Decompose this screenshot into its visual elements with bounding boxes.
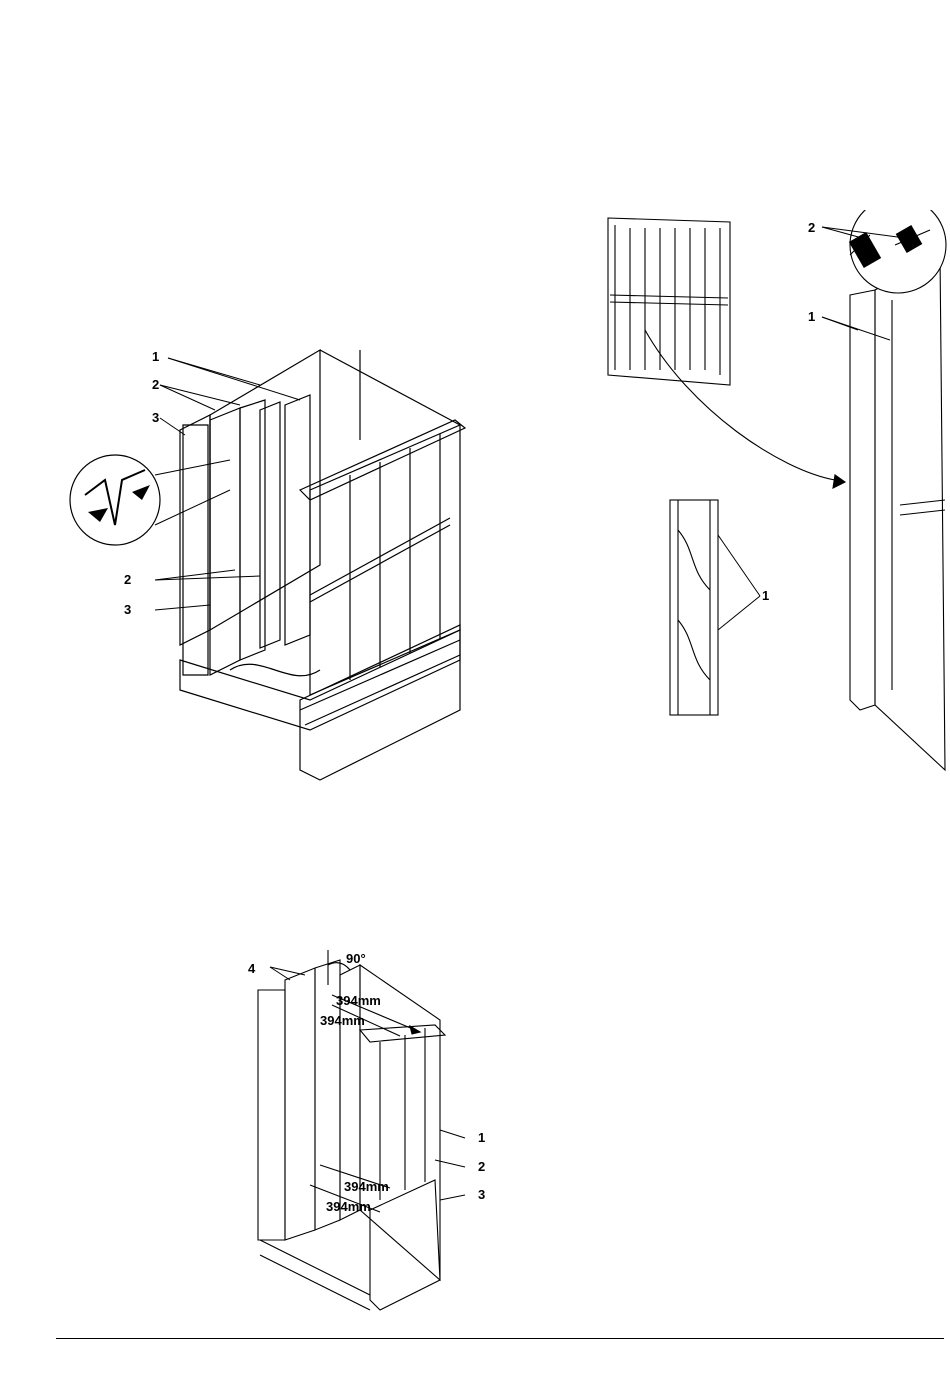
figure-cabinet-cable-trays: 1 2 3 2 3 (60, 330, 490, 810)
angle-label: 90° (346, 952, 366, 966)
figure-tray-dimensions: 90° 4 394mm 394mm 394mm 394mm 1 2 3 (240, 950, 500, 1340)
callout-3: 3 (478, 1188, 485, 1202)
callout-1-tray: 1 (762, 589, 769, 603)
dimension-label: 394mm (344, 1180, 389, 1194)
dimension-drawing (240, 950, 500, 1340)
callout-1: 1 (152, 350, 159, 364)
callout-1-panel: 1 (808, 310, 815, 324)
figure-tray-installation: 2 1 1 (600, 210, 950, 780)
callout-2: 2 (152, 378, 159, 392)
cabinet-drawing (60, 330, 490, 810)
dimension-label: 394mm (336, 994, 381, 1008)
callout-2-lower: 2 (124, 573, 131, 587)
footer-rule (56, 1338, 944, 1339)
callout-3: 3 (152, 411, 159, 425)
callout-2: 2 (808, 221, 815, 235)
callout-1: 1 (478, 1131, 485, 1145)
dimension-label: 394mm (326, 1200, 371, 1214)
callout-3-lower: 3 (124, 603, 131, 617)
tray-drawing (600, 210, 950, 780)
dimension-label: 394mm (320, 1014, 365, 1028)
callout-2: 2 (478, 1160, 485, 1174)
callout-4: 4 (248, 962, 255, 976)
detail-circle (70, 455, 160, 545)
